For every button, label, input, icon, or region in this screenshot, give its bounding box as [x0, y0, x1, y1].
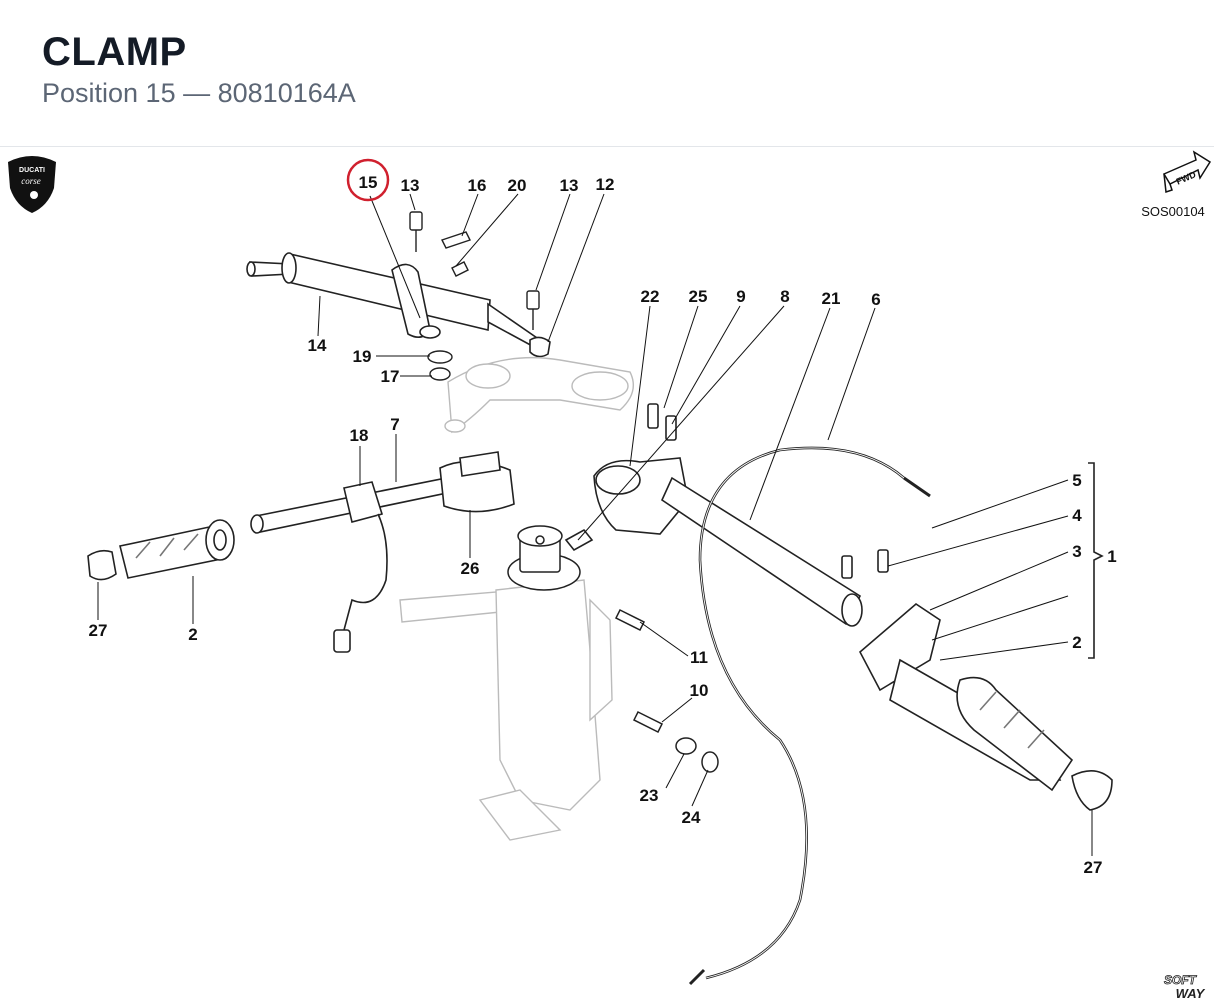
callout-1[interactable]: 1 [1107, 547, 1116, 566]
callout-13-b[interactable]: 13 [560, 176, 579, 195]
callout-23[interactable]: 23 [640, 786, 659, 805]
callout-20[interactable]: 20 [508, 176, 527, 195]
softway-watermark: SOFT WAY [1164, 973, 1206, 1001]
lower-fasteners[interactable] [614, 608, 719, 773]
callout-9[interactable]: 9 [736, 287, 745, 306]
page-title: CLAMP [42, 30, 187, 74]
fwd-arrow-icon: FWD [1162, 150, 1212, 194]
assembly-bracket [1088, 462, 1104, 659]
left-handlebar[interactable] [250, 451, 515, 653]
leader-lines [97, 193, 1093, 856]
callout-17[interactable]: 17 [381, 367, 400, 386]
callout-13-a[interactable]: 13 [401, 176, 420, 195]
callout-10[interactable]: 10 [690, 681, 709, 700]
callout-2-right[interactable]: 2 [1072, 633, 1081, 652]
throttle-assembly[interactable] [841, 549, 1113, 811]
callout-25[interactable]: 25 [689, 287, 708, 306]
logo-text-ducati: DUCATI [19, 167, 45, 174]
callout-27-left[interactable]: 27 [89, 621, 108, 640]
throttle-cable[interactable] [688, 446, 931, 986]
part-number: 80810164A [217, 78, 356, 108]
callout-18[interactable]: 18 [350, 426, 369, 445]
callout-22[interactable]: 22 [641, 287, 660, 306]
left-grip[interactable] [87, 519, 235, 581]
callout-12[interactable]: 12 [596, 175, 615, 194]
callout-14[interactable]: 14 [308, 336, 327, 355]
drawing-code: SOS00104 [1141, 204, 1205, 219]
callout-21[interactable]: 21 [822, 289, 841, 308]
callout-26[interactable]: 26 [461, 559, 480, 578]
steering-damper[interactable] [246, 252, 551, 358]
steering-stem [507, 525, 581, 591]
callout-2-left[interactable]: 2 [188, 625, 197, 644]
page-header: CLAMP Position 15 — 80810164A [0, 0, 1214, 147]
highlight-ring [346, 158, 390, 202]
position-label: Position 15 [42, 78, 176, 108]
handlebar-clamp[interactable] [564, 403, 689, 552]
damper-fasteners[interactable] [409, 211, 540, 381]
callout-8[interactable]: 8 [780, 287, 789, 306]
exploded-parts-diagram: DUCATI corse FWD SOS00104 [0, 147, 1214, 1003]
diagram-svg: DUCATI corse FWD SOS00104 [8, 150, 1212, 1001]
callout-15[interactable]: 15 [359, 173, 378, 192]
right-handlebar[interactable] [660, 476, 863, 627]
callout-7[interactable]: 7 [390, 415, 399, 434]
callout-6[interactable]: 6 [871, 290, 880, 309]
watermark-bottom: WAY [1176, 986, 1206, 1001]
callout-3[interactable]: 3 [1072, 542, 1081, 561]
callout-19[interactable]: 19 [353, 347, 372, 366]
steering-head-frame [399, 579, 613, 841]
callout-11[interactable]: 11 [690, 648, 708, 667]
logo-text-corse: corse [21, 176, 41, 186]
callout-24[interactable]: 24 [682, 808, 701, 827]
callout-4[interactable]: 4 [1072, 506, 1082, 525]
top-yoke-bracket [444, 356, 634, 434]
callout-labels: 13 16 20 13 12 14 19 17 22 25 9 8 21 6 1… [89, 175, 1117, 877]
callout-16[interactable]: 16 [468, 176, 487, 195]
ducati-corse-logo: DUCATI corse [8, 156, 56, 213]
callout-5[interactable]: 5 [1072, 471, 1081, 490]
callout-27-right[interactable]: 27 [1084, 858, 1103, 877]
separator: — [183, 78, 211, 108]
watermark-top: SOFT [1164, 973, 1198, 987]
page-subtitle: Position 15 — 80810164A [42, 78, 356, 109]
